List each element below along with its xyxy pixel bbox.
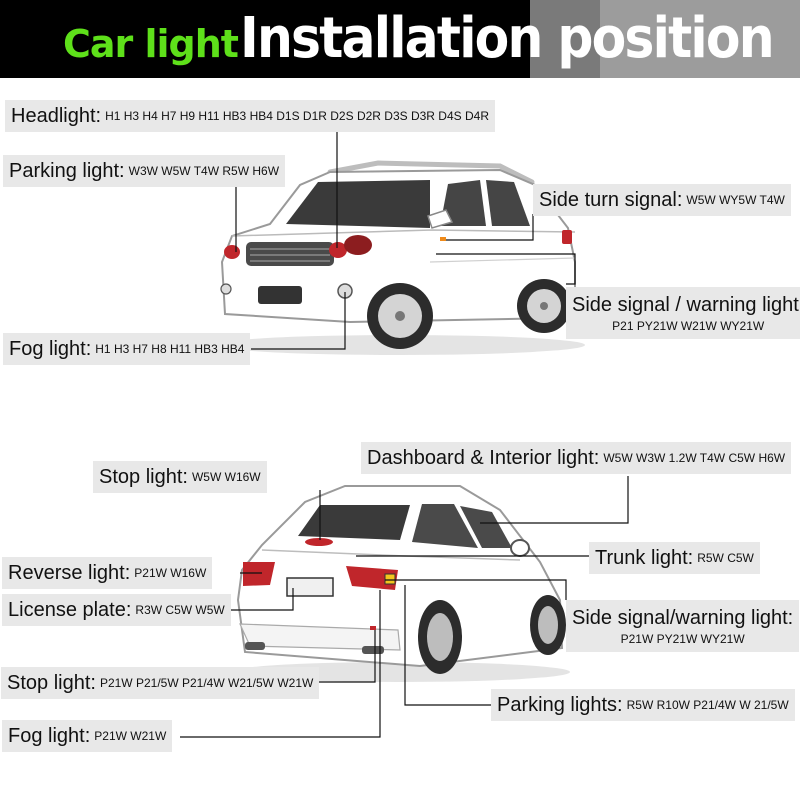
label-dashboard-interior: Dashboard & Interior light: W5W W3W 1.2W… [361,442,792,474]
label-stop-light-top: Stop light: W5W W16W [93,461,267,493]
label-fog-light-suv: Fog light: H1 H3 H7 H8 H11 HB3 HB4 [3,333,251,365]
label-license-plate-name: License plate: [8,598,132,621]
banner-gray-block [530,0,600,78]
label-reverse-light-codes: P21W W16W [134,566,207,580]
label-stop-light-top-codes: W5W W16W [191,470,261,484]
label-stop-light-bottom-codes: P21W P21/5W P21/4W W21/5W W21W [99,676,314,690]
label-side-signal-suv-codes: P21 PY21W W21W WY21W [612,318,765,333]
label-fog-light-sedan-name: Fog light: [8,724,91,747]
label-trunk-light-name: Trunk light: [595,546,694,569]
label-parking-lights: Parking lights: R5W R10W P21/4W W 21/5W [491,689,795,721]
label-license-plate: License plate: R3W C5W W5W [2,594,231,626]
label-side-signal-sedan-name: Side signal/warning light: [572,606,794,629]
label-parking-light-codes: W3W W5W T4W R5W H6W [128,164,280,178]
sedan-illustration [230,485,570,682]
label-fog-light-sedan: Fog light: P21W W21W [2,720,173,752]
label-headlight: Headlight: H1 H3 H4 H7 H9 H11 HB3 HB4 D1… [5,100,495,132]
label-side-signal-sedan: Side signal/warning light: P21W PY21W WY… [566,600,800,652]
label-parking-lights-name: Parking lights: [497,693,623,716]
label-dashboard-interior-codes: W5W W3W 1.2W T4W C5W H6W [603,451,786,465]
label-dashboard-interior-name: Dashboard & Interior light: [367,446,600,469]
title-banner: Car light Installation position [0,0,800,78]
label-side-signal-suv: Side signal / warning light: P21 PY21W W… [566,287,800,339]
label-trunk-light-codes: R5W C5W [697,551,754,565]
label-headlight-name: Headlight: [11,104,102,127]
leader-lines [180,130,629,738]
suv-illustration [215,160,585,355]
label-parking-lights-codes: R5W R10W P21/4W W 21/5W [626,698,789,712]
label-trunk-light: Trunk light: R5W C5W [589,542,760,574]
title-car-light: Car light [63,22,239,66]
label-parking-light-name: Parking light: [9,159,125,182]
label-fog-light-sedan-codes: P21W W21W [94,729,167,743]
label-headlight-codes: H1 H3 H4 H7 H9 H11 HB3 HB4 D1S D1R D2S D… [105,109,489,123]
label-reverse-light-name: Reverse light: [8,561,131,584]
label-parking-light: Parking light: W3W W5W T4W R5W H6W [3,155,286,187]
label-side-signal-suv-name: Side signal / warning light: [572,293,800,316]
label-reverse-light: Reverse light: P21W W16W [2,557,213,589]
label-license-plate-codes: R3W C5W W5W [135,603,225,617]
label-stop-light-top-name: Stop light: [99,465,188,488]
label-stop-light-bottom: Stop light: P21W P21/5W P21/4W W21/5W W2… [1,667,320,699]
label-fog-light-suv-codes: H1 H3 H7 H8 H11 HB3 HB4 [95,342,245,356]
title-installation-position: Installation position [240,6,775,71]
label-stop-light-bottom-name: Stop light: [7,671,96,694]
label-side-signal-sedan-codes: P21W PY21W WY21W [620,631,745,646]
label-side-turn-signal: Side turn signal: W5W WY5W T4W [533,184,791,216]
banner-light-gray-block [600,0,800,78]
label-side-turn-signal-name: Side turn signal: [539,188,683,211]
label-side-turn-signal-codes: W5W WY5W T4W [686,193,785,207]
label-fog-light-suv-name: Fog light: [9,337,92,360]
